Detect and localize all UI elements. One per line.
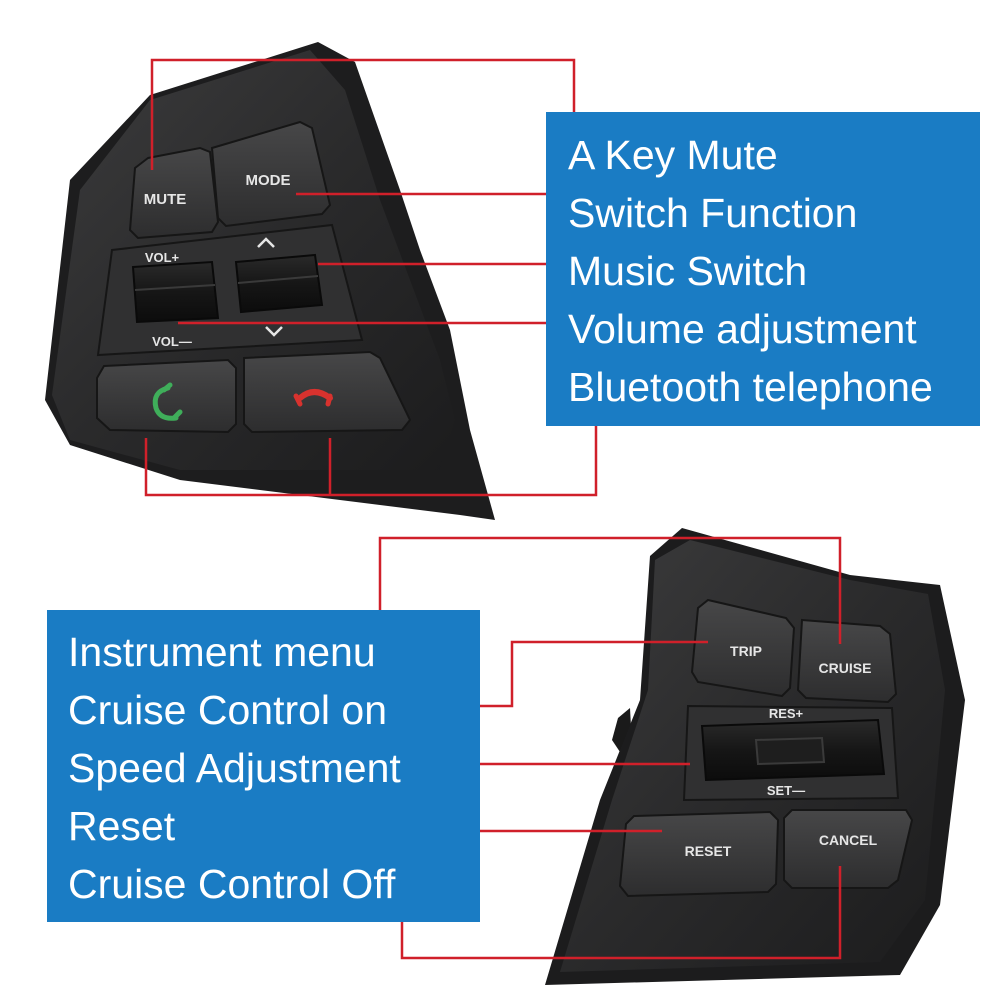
feature-label-speed: Speed Adjustment (68, 745, 401, 791)
trip-button[interactable] (690, 598, 796, 698)
trip-button-label: TRIP (730, 643, 762, 659)
mode-button[interactable] (210, 120, 332, 228)
cruise-button-label: CRUISE (819, 660, 872, 676)
set-minus-label: SET— (767, 783, 805, 798)
feature-label-volume: Volume adjustment (568, 306, 917, 352)
call-button[interactable] (96, 358, 237, 434)
feature-label-bluetooth: Bluetooth telephone (568, 364, 933, 410)
speed-rocker-grip (754, 736, 826, 766)
feature-label-music: Music Switch (568, 248, 808, 294)
reset-button[interactable] (618, 810, 780, 898)
leader-cruise (378, 536, 842, 644)
reset-button-label: RESET (685, 843, 732, 859)
phone-hangup-icon (293, 389, 333, 407)
phone-pickup-icon (152, 382, 183, 421)
vol-minus-label: VOL— (152, 334, 192, 349)
feature-label-instrument-menu: Instrument menu (68, 629, 376, 675)
vol-plus-label: VOL+ (145, 250, 180, 265)
leader-cancel (400, 866, 842, 960)
volume-rocker[interactable] (131, 260, 220, 324)
feature-label-reset: Reset (68, 803, 176, 849)
mute-button[interactable] (128, 146, 220, 240)
top-leader-lines (144, 58, 598, 497)
bottom-feature-label-box: Instrument menu Cruise Control on Speed … (47, 610, 480, 922)
cancel-button-label: CANCEL (819, 832, 878, 848)
bottom-control-panel: TRIP CRUISE RES+ SET— RESET CANCEL (545, 528, 965, 985)
mode-button-label: MODE (246, 172, 291, 189)
volume-rocker-ridge (134, 284, 216, 291)
top-feature-label-box: A Key Mute Switch Function Music Switch … (546, 112, 980, 426)
top-control-panel: MUTE MODE VOL+ VOL— (45, 42, 495, 520)
hangup-button[interactable] (243, 350, 412, 434)
track-rocker[interactable] (234, 253, 324, 314)
mute-button-label: MUTE (144, 191, 187, 208)
leader-mute (150, 58, 576, 170)
leader-bluetooth (144, 404, 598, 497)
res-plus-label: RES+ (769, 706, 804, 721)
cancel-button[interactable] (783, 809, 914, 889)
feature-label-cruise-off: Cruise Control Off (68, 861, 396, 907)
feature-label-mute: A Key Mute (568, 132, 778, 178)
cruise-button[interactable] (796, 618, 898, 704)
chevron-up-icon (257, 237, 275, 248)
track-rocker-ridge (237, 275, 319, 284)
feature-label-mode: Switch Function (568, 190, 858, 236)
feature-label-cruise-on: Cruise Control on (68, 687, 388, 733)
chevron-down-icon (265, 326, 283, 337)
